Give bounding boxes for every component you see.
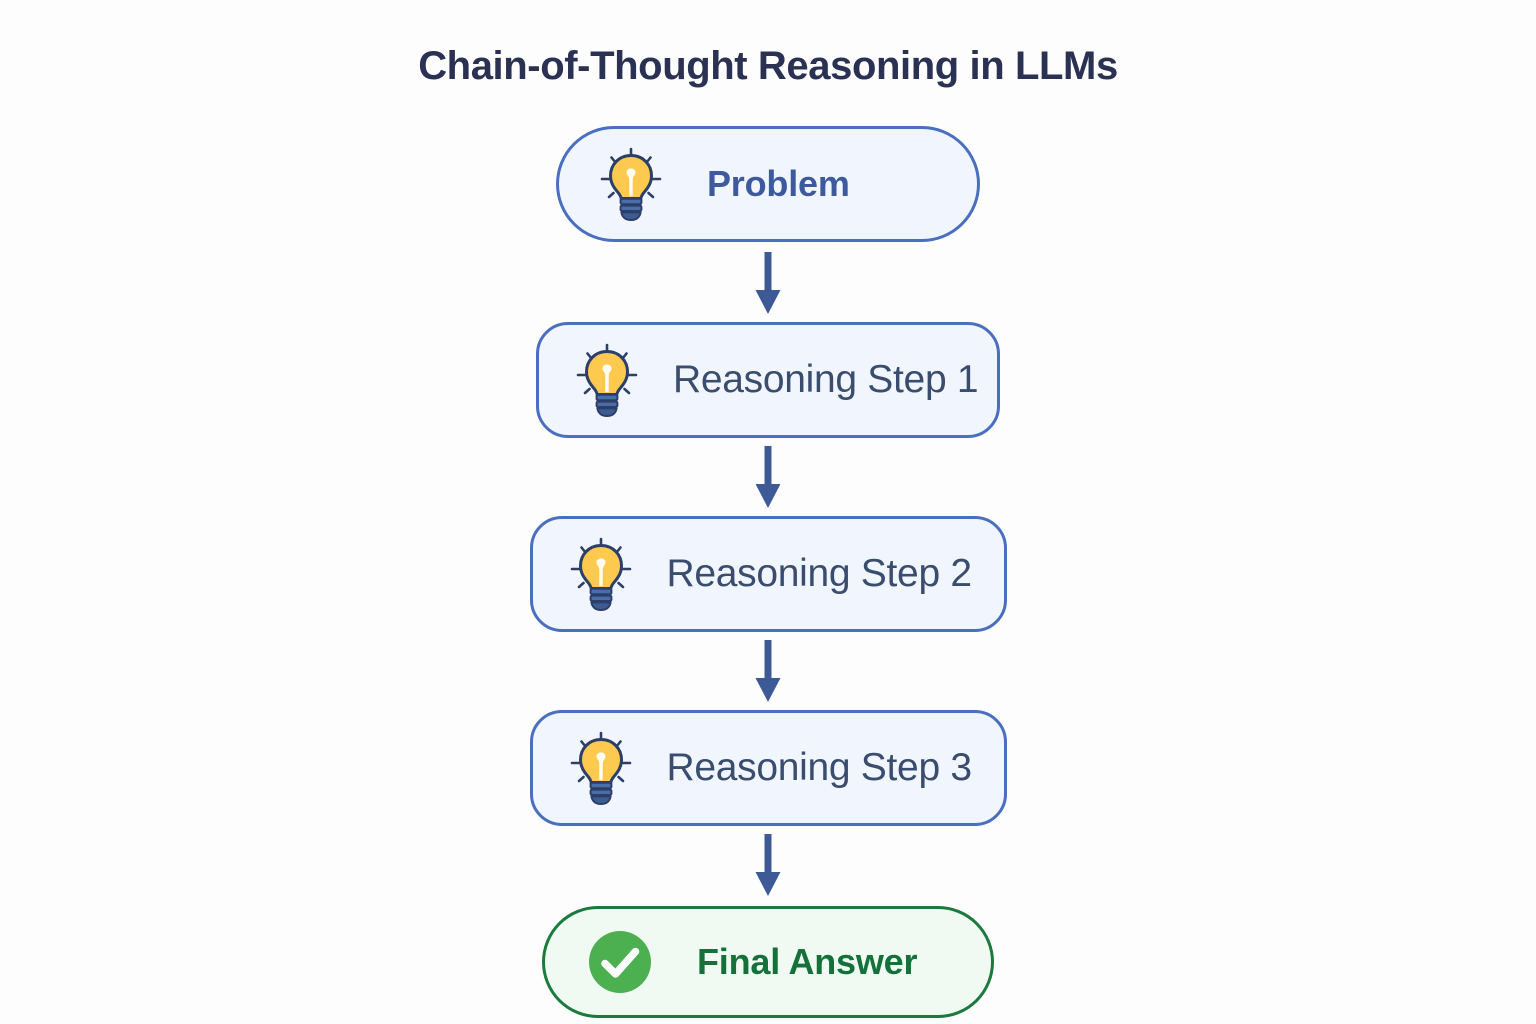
flow-node-step-1[interactable]: Reasoning Step 1 <box>536 322 1000 438</box>
flow-node-step-2[interactable]: Reasoning Step 2 <box>529 516 1007 632</box>
flow-node-label: Final Answer <box>697 941 918 982</box>
lightbulb-icon <box>570 731 631 805</box>
flowchart: Problem <box>0 126 1536 1018</box>
arrow-problem-to-step-1 <box>755 252 781 314</box>
flow-node-label: Reasoning Step 2 <box>666 552 973 595</box>
lightbulb-icon <box>600 147 662 221</box>
page-title: Chain-of-Thought Reasoning in LLMs <box>418 44 1118 88</box>
flow-node-problem[interactable]: Problem <box>556 126 980 242</box>
flow-node-step-3[interactable]: Reasoning Step 3 <box>529 710 1007 826</box>
arrow-step-1-to-step-2 <box>755 446 781 508</box>
lightbulb-icon <box>576 343 638 417</box>
flow-node-label: Problem <box>707 163 850 204</box>
flow-node-label: Reasoning Step 1 <box>673 358 979 401</box>
lightbulb-icon <box>570 537 631 611</box>
flow-node-final-answer[interactable]: Final Answer <box>542 906 994 1018</box>
flow-node-label: Reasoning Step 3 <box>666 746 973 789</box>
check-circle-icon <box>589 931 651 993</box>
arrow-step-3-to-final <box>755 834 781 896</box>
arrow-step-2-to-step-3 <box>755 640 781 702</box>
